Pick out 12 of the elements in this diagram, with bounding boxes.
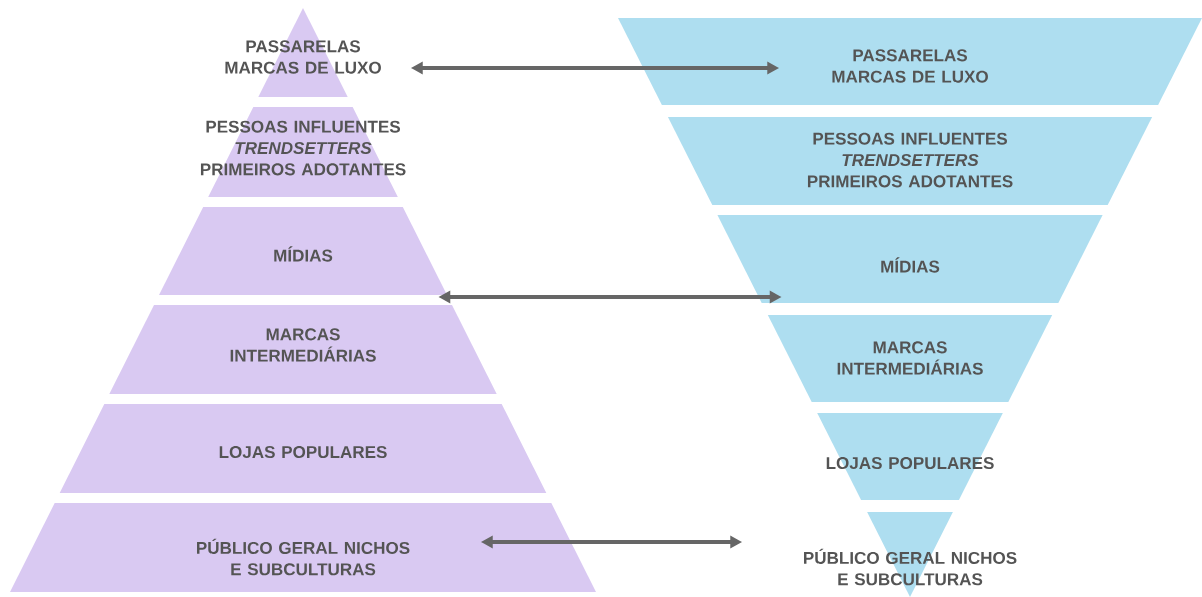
pyramid-band: LOJAS POPULARES xyxy=(59,404,547,493)
pyramid-band: PÚBLICO GERAL NICHOS E SUBCULTURAS xyxy=(10,503,596,592)
pyramid-band: PÚBLICO GERAL NICHOS E SUBCULTURAS xyxy=(804,512,1017,597)
pyramid-band: PESSOAS INFLUENTES TRENDSETTERS PRIMEIROS ADOTANTES xyxy=(667,117,1153,205)
pyramid-band: MARCAS INTERMEDIÁRIAS xyxy=(109,305,497,394)
pyramid-band: MÍDIAS xyxy=(159,207,447,295)
pyramid-band: PASSARELAS MARCAS DE LUXO xyxy=(618,18,1202,105)
pyramid-band: MARCAS INTERMEDIÁRIAS xyxy=(767,315,1053,402)
pyramid-band: PESSOAS INFLUENTES TRENDSETTERS PRIMEIROS ADOTANTES xyxy=(200,107,406,197)
pyramid-band: MÍDIAS xyxy=(717,215,1103,303)
pyramid-band: PASSARELAS MARCAS DE LUXO xyxy=(225,8,381,97)
pyramid-band: LOJAS POPULARES xyxy=(817,413,1003,500)
